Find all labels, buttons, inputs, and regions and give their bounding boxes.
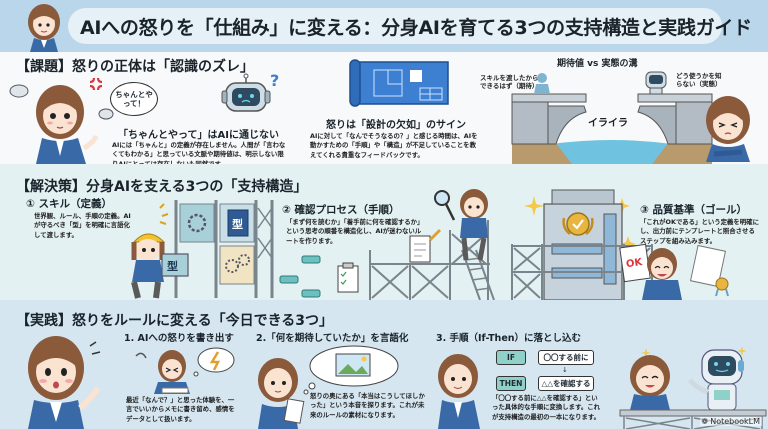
woman-robot-handshake-icon	[619, 346, 767, 429]
down-arrow-icon: ↓	[562, 366, 568, 374]
watermark: ❁ NotebookLM	[699, 417, 762, 426]
expectation-thought-icon	[258, 345, 399, 429]
skill-body: 世界観、ルール、手順の定義。AIが守るべき「型」を明確に言語化して渡します。	[34, 212, 131, 239]
if-label-box: IF	[496, 350, 526, 365]
point1-body: AIには「ちゃんと」の定義が存在しません。人間が「言わなくてもわかる」と思ってい…	[112, 141, 286, 168]
anger-mark-icon	[89, 77, 103, 91]
explaining-woman-icon	[28, 336, 101, 429]
point1-heading: 「ちゃんとやって」はAIに通じない	[118, 130, 279, 141]
expectation-label: スキルを渡したからできるはず（期待）	[480, 74, 539, 91]
steam-puff-icon	[9, 84, 29, 98]
problem-section-title: 【課題】怒りの正体は「認識のズレ」	[16, 59, 254, 75]
ok-stamp-label: OK	[625, 257, 644, 270]
practice-section: 【実践】怒りをルールに変える「今日できる3つ」 1. AIへの怒りを書き出す 最…	[0, 300, 768, 429]
angry-woman-icon	[36, 85, 99, 164]
step2-body: 怒りの奥にある「本当はこうしてほしかった」という本音を探ります。これが未来のルー…	[310, 392, 425, 419]
title-pill: AIへの怒りを「仕組み」に変える：分身AIを育てる3つの支持構造と実践ガイド	[68, 8, 752, 44]
step1-body: 最近「なんで？」と思った体験を、一言でいいからメモに書き留め、感情をデータとして…	[126, 396, 235, 423]
header-banner: AIへの怒りを「仕組み」に変える：分身AIを育てる3つの支持構造と実践ガイド	[0, 0, 768, 52]
skill-heading: ① スキル（定義）	[26, 198, 113, 210]
point2-heading: 怒りは「設計の欠如」のサイン	[326, 120, 466, 131]
process-body: 「まず何を読むか」「着手前に何を確認するか」という思考の順番を構造化し、AIが迷…	[286, 218, 422, 245]
then-action-box: △△を確認する	[538, 376, 594, 391]
thinking-woman-icon	[438, 354, 480, 429]
step3-body: 「〇〇する前に△△を確認する」といった具体的な手順に変換します。これが支持構造の…	[492, 394, 600, 421]
problem-section: 【課題】怒りの正体は「認識のズレ」 ちゃんとやって！ ? 「ちゃんとやって」はA…	[0, 52, 768, 168]
watermark-label: NotebookLM	[710, 417, 760, 426]
woman-avatar-icon	[28, 4, 60, 52]
then-label-box: THEN	[496, 376, 526, 391]
confused-robot-icon: ?	[221, 71, 279, 112]
if-condition-box: 〇〇する前に	[538, 350, 594, 365]
broken-bridge-icon: イライラ	[511, 71, 713, 164]
practice-section-title: 【実践】怒りをルールに変える「今日できる3つ」	[16, 313, 334, 329]
annoyed-woman-icon	[706, 96, 750, 162]
svg-text:型: 型	[232, 217, 243, 231]
solution-section: 【解決策】分身AIを支える3つの「支持構造」 ① スキル（定義） 世界観、ルール…	[0, 164, 768, 301]
reality-label: どう使うかを知らない（実態）	[676, 72, 722, 89]
block-label: 型	[167, 259, 178, 273]
solution-section-title: 【解決策】分身AIを支える3つの「支持構造」	[16, 179, 308, 195]
frustration-label: イライラ	[588, 117, 628, 129]
quality-body: 「これがOKである」という定義を明確にし、出力前にテンプレートと照合させるステッ…	[640, 218, 759, 245]
page-title: AIへの怒りを「仕組み」に変える：分身AIを育てる3つの支持構造と実践ガイド	[80, 16, 752, 39]
steam-puff-icon	[98, 108, 114, 120]
notebooklm-logo-icon: ❁	[701, 417, 709, 426]
step1-heading: 1. AIへの怒りを書き出す	[124, 333, 234, 344]
gap-heading: 期待値 vs 実態の溝	[557, 59, 638, 69]
step3-heading: 3. 手順（If-Then）に落とし込む	[436, 333, 582, 344]
writing-frustrated-icon	[135, 347, 235, 394]
point2-body: AIに対して「なんでそうなるの？」と感じる時間は、AIを動かすための「手順」や「…	[310, 132, 478, 159]
step2-heading: 2.「何を期待していたか」を言語化	[256, 333, 409, 344]
quality-heading: ③ 品質基準（ゴール）	[640, 204, 748, 216]
svg-text:?: ?	[270, 71, 279, 90]
quality-building-illustration: OK	[511, 189, 729, 301]
process-heading: ② 確認プロセス（手順）	[282, 204, 400, 216]
speech-bubble: ちゃんとやって！	[110, 82, 158, 116]
scaffold-skill-illustration: 型 型	[131, 200, 274, 299]
scaffold-process-illustration	[279, 189, 495, 301]
blueprint-icon	[349, 59, 449, 107]
